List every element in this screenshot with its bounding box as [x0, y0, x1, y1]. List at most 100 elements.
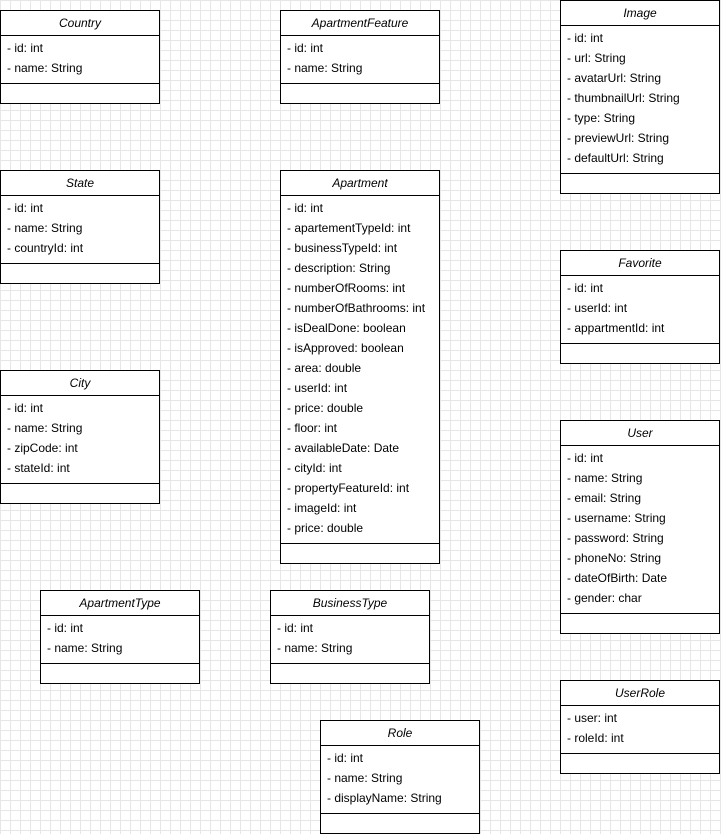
class-attribute: - name: String: [7, 61, 83, 75]
class-attribute: - username: String: [567, 511, 666, 525]
class-attribute: - id: int: [567, 451, 604, 465]
class-attribute: - userId: int: [567, 301, 628, 315]
class-business-type[interactable]: BusinessType - id: int - name: String: [270, 590, 430, 684]
class-attributes: - id: int - name: String: [1, 36, 159, 84]
class-favorite[interactable]: Favorite - id: int - userId: int - appartme…: [560, 250, 720, 364]
class-name: ApartmentType: [41, 591, 199, 616]
class-attribute: - description: String: [287, 261, 391, 275]
class-name: UserRole: [561, 681, 719, 706]
class-attributes: - id: int - userId: int - appartmentId: in…: [561, 276, 719, 344]
class-attributes: - id: int- name: String- zipCode: int- s…: [1, 396, 159, 484]
class-name: BusinessType: [271, 591, 429, 616]
class-attributes: - id: int - name: String - displayName: St…: [321, 746, 479, 814]
class-attribute: - id: int: [567, 31, 604, 45]
class-attribute: - price: double: [287, 521, 364, 535]
class-methods: [41, 664, 199, 683]
class-methods: [281, 544, 439, 563]
class-methods: [271, 664, 429, 683]
class-attribute: - id: int: [287, 201, 324, 215]
class-city[interactable]: City - id: int - name: String - zipCode: in…: [0, 370, 160, 504]
class-attribute: - user: int: [567, 711, 618, 725]
class-methods: [321, 814, 479, 833]
class-name: Favorite: [561, 251, 719, 276]
class-attribute: - password: String: [567, 531, 664, 545]
class-country[interactable]: Country - id: int - name: String: [0, 10, 160, 104]
class-attribute: - name: String: [277, 641, 353, 655]
class-attribute: - id: int: [567, 281, 604, 295]
class-attributes: - id: int - name: String: [41, 616, 199, 664]
class-attribute: - id: int: [7, 201, 44, 215]
class-name: Country: [1, 11, 159, 36]
class-attribute: - email: String: [567, 491, 642, 505]
class-name: State: [1, 171, 159, 196]
class-attribute: - propertyFeatureId: int: [287, 481, 410, 495]
class-methods: [1, 264, 159, 283]
class-attribute: - isDealDone: boolean: [287, 321, 406, 335]
class-attribute: - previewUrl: String: [567, 131, 670, 145]
class-user[interactable]: User - id: int - name: String - email: Stri…: [560, 420, 720, 634]
class-attribute: - cityId: int: [287, 461, 342, 475]
class-methods: [1, 84, 159, 103]
class-apartment-feature[interactable]: ApartmentFeature - id: int - name: String: [280, 10, 440, 104]
class-methods: [561, 344, 719, 363]
class-attribute: - name: String: [567, 471, 643, 485]
class-name: Image: [561, 1, 719, 26]
class-name: Role: [321, 721, 479, 746]
class-attribute: - availableDate: Date: [287, 441, 400, 455]
class-attributes: - id: int - apartementTypeId: int - busine…: [281, 196, 439, 544]
class-attribute: - isApproved: boolean: [287, 341, 404, 355]
class-attribute: - id: int: [287, 41, 324, 55]
class-name: City: [1, 371, 159, 396]
class-attribute: - name: String: [47, 641, 123, 655]
class-attributes: - id: int - name: String - countryId: int: [1, 196, 159, 264]
class-attribute: - zipCode: int: [7, 441, 78, 455]
class-attribute: - dateOfBirth: Date: [567, 571, 668, 585]
class-attribute: - countryId: int: [7, 241, 84, 255]
class-methods: [281, 84, 439, 103]
class-name: ApartmentFeature: [281, 11, 439, 36]
class-state[interactable]: State - id: int - name: String - countryId:…: [0, 170, 160, 284]
class-attributes: - id: int - name: String: [271, 616, 429, 664]
class-attribute: - name: String: [327, 771, 403, 785]
class-attribute: - appartmentId: int: [567, 321, 665, 335]
class-attribute: - url: String: [567, 51, 626, 65]
class-attribute: - id: int: [327, 751, 364, 765]
class-attribute: - userId: int: [287, 381, 348, 395]
class-attribute: - numberOfRooms: int: [287, 281, 406, 295]
class-attribute: - apartementTypeId: int: [287, 221, 411, 235]
class-attribute: - id: int: [277, 621, 314, 635]
class-attribute: - displayName: String: [327, 791, 442, 805]
class-attribute: - phoneNo: String: [567, 551, 662, 565]
class-attribute: - numberOfBathrooms: int: [287, 301, 426, 315]
class-attribute: - imageId: int: [287, 501, 357, 515]
class-attribute: - name: String: [287, 61, 363, 75]
class-attribute: - thumbnailUrl: String: [567, 91, 680, 105]
class-apartment-type[interactable]: ApartmentType - id: int - name: String: [40, 590, 200, 684]
class-methods: [561, 754, 719, 773]
class-attribute: - name: String: [7, 221, 83, 235]
class-methods: [1, 484, 159, 503]
class-apartment[interactable]: Apartment - id: int - apartementTypeId: in…: [280, 170, 440, 564]
class-name: Apartment: [281, 171, 439, 196]
class-attribute: - avatarUrl: String: [567, 71, 662, 85]
class-name: User: [561, 421, 719, 446]
class-attributes: - id: int - name: String - email: String - …: [561, 446, 719, 614]
class-role[interactable]: Role - id: int - name: String - displayName…: [320, 720, 480, 834]
class-attribute: - type: String: [567, 111, 636, 125]
class-attribute: - name: String: [7, 421, 83, 435]
class-attribute: - id: int: [7, 41, 44, 55]
class-user-role[interactable]: UserRole - user: int - roleId: int: [560, 680, 720, 774]
class-attributes: - user: int - roleId: int: [561, 706, 719, 754]
class-attributes: - id: int - name: String: [281, 36, 439, 84]
class-methods: [561, 174, 719, 193]
class-attribute: - area: double: [287, 361, 362, 375]
class-image[interactable]: Image - id: int - url: String - avatarUrl: …: [560, 0, 720, 194]
class-methods: [561, 614, 719, 633]
class-attribute: - businessTypeId: int: [287, 241, 398, 255]
class-attribute: - roleId: int: [567, 731, 624, 745]
class-attribute: - id: int: [7, 401, 44, 415]
class-attribute: - price: double: [287, 401, 364, 415]
class-attribute: - defaultUrl: String: [567, 151, 664, 165]
class-attribute: - id: int: [47, 621, 84, 635]
class-attribute: - floor: int: [287, 421, 338, 435]
